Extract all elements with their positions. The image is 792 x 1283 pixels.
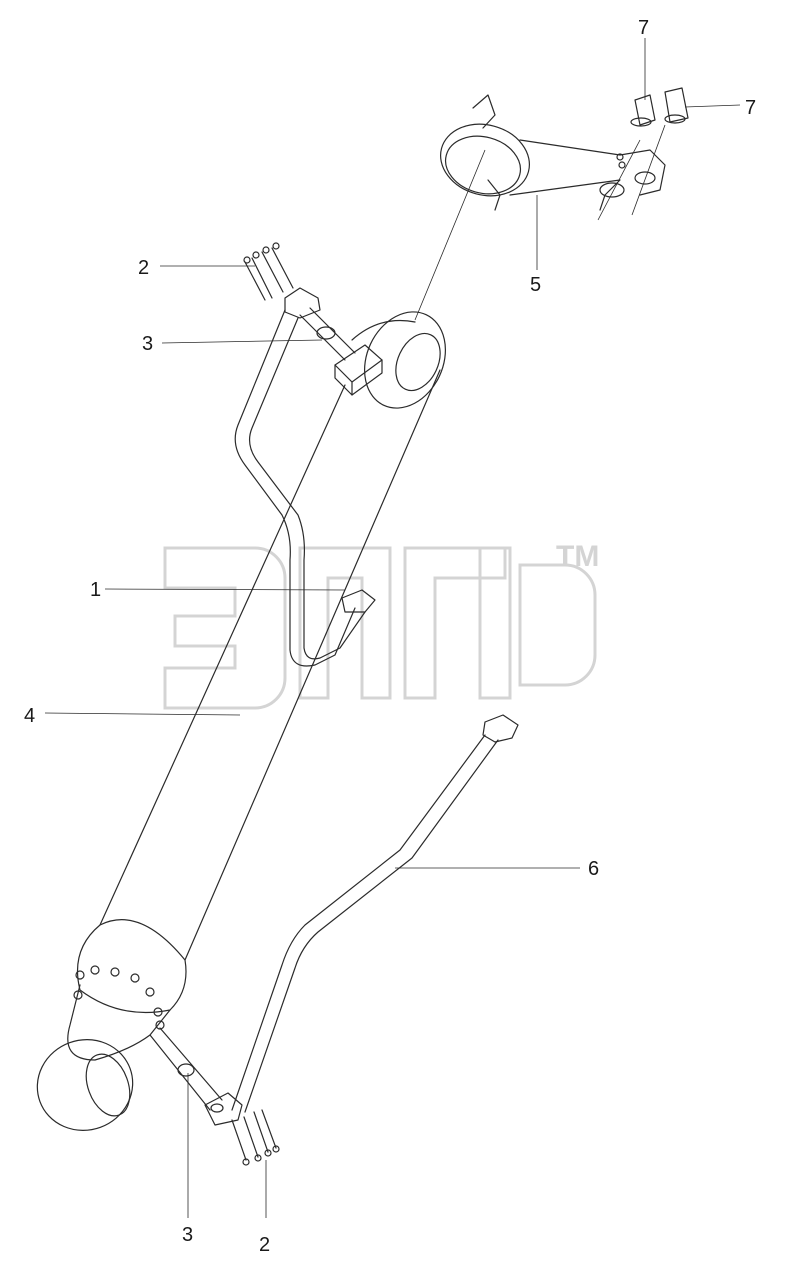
callout-7-right: 7 [745,97,757,119]
cylinder-body [36,311,447,1131]
clamp-5 [439,94,666,211]
pipe-6-flange [482,714,519,743]
leader-lines [44,38,741,1218]
leader-3-top [161,339,323,344]
callout-2-top: 2 [138,257,150,279]
callout-6: 6 [588,858,600,880]
bottom-bolts [231,1109,280,1166]
pipe-6-lower-flange [204,1092,243,1126]
pipe-6 [204,714,519,1126]
leader-7-right [684,104,741,108]
end-cap-bolts [73,965,165,1030]
watermark-logo [163,546,597,710]
pipe-1-lower-flange [341,589,376,613]
callout-7-left: 7 [638,17,650,39]
callout-3-bottom: 3 [182,1224,194,1246]
pipe-1 [234,287,376,667]
callout-4: 4 [24,705,36,727]
callout-2-bottom: 2 [259,1234,271,1256]
watermark-tm: TM [556,540,599,573]
top-port-block [334,344,383,396]
callout-1: 1 [90,579,102,601]
leader-1 [104,588,346,591]
pipe-1-flange [284,287,321,319]
callout-3-top: 3 [142,333,154,355]
top-bolts [243,242,294,301]
leader-clamp-to-cylinder [414,149,486,321]
leader-4 [44,712,241,716]
callout-5: 5 [530,274,542,296]
bottom-o-ring [177,1063,195,1077]
bushings-7 [630,87,689,127]
top-o-ring [316,326,336,340]
